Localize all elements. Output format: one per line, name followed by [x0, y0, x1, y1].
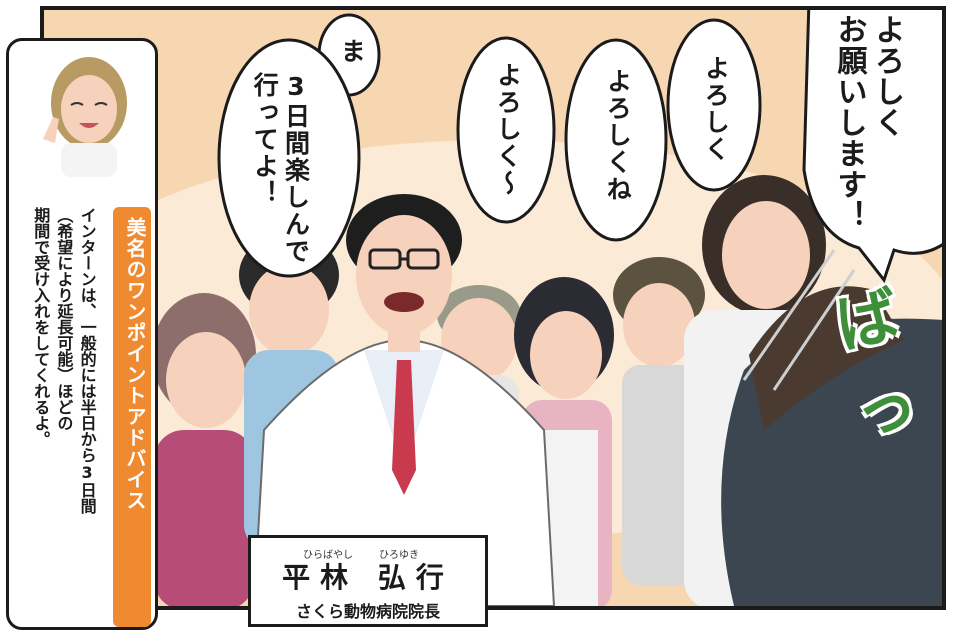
speech-tanoshinde: 3日間楽しんで 行ってよ！ [250, 72, 311, 265]
speech-yoroshiku: よろしく [701, 55, 731, 163]
doctor-nameplate: ひらばやし ひろゆき 平林 弘行 さくら動物病院院長 [248, 535, 488, 627]
bubble-yoroshiku-long [456, 36, 556, 224]
one-point-advice-box: 美名のワンポイントアドバイス インターンは、一般的には半日から3日間 （希望によ… [6, 38, 158, 630]
character-bowing-figure [721, 249, 942, 606]
tip-body: インターンは、一般的には半日から3日間 （希望により延長可能）ほどの 期間で受け… [31, 207, 97, 514]
bubble-tanoshinde [217, 38, 361, 278]
comic-panel: ま 3日間楽しんで 行ってよ！ よろしく～ よろしくね よろしく よろしく お願… [40, 6, 946, 610]
speech-yoroshiku-long: よろしく～ [493, 62, 523, 197]
mina-avatar [43, 57, 127, 177]
furigana-family: ひらばやし [303, 550, 353, 561]
doctor-name: 平林 弘行 [282, 561, 454, 594]
tip-title: 美名のワンポイントアドバイス [123, 217, 147, 511]
speech-onegaishimasu: よろしく お願いします！ [831, 14, 905, 231]
bubble-yoroshiku [666, 18, 762, 192]
furigana-given: ひろゆき [379, 550, 419, 561]
character-left-woman [152, 293, 256, 606]
speech-yoroshikune: よろしくね [603, 68, 633, 203]
speech-ma: ま [337, 38, 367, 65]
bubble-yoroshikune [564, 38, 668, 242]
bubble-onegaishimasu [802, 10, 942, 284]
tip-title-box: 美名のワンポイントアドバイス [113, 207, 151, 627]
character-back-man [613, 257, 705, 585]
doctor-title: さくら動物病院院長 [295, 602, 440, 621]
